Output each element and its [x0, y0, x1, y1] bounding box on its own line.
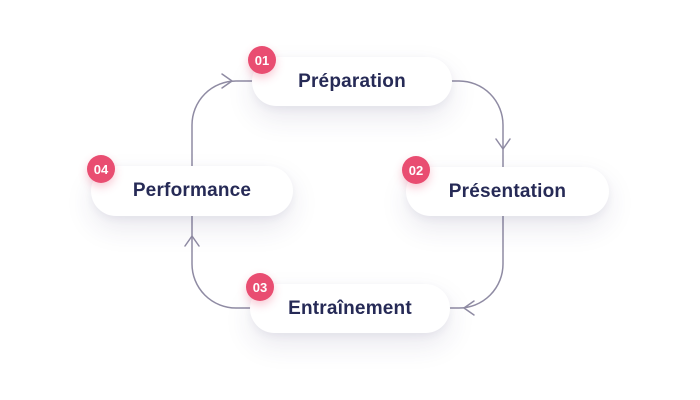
- step-number-badge: 02: [402, 156, 430, 184]
- step-label: Préparation: [298, 70, 406, 92]
- step-label: Performance: [132, 180, 252, 201]
- step-number-badge: 04: [87, 155, 115, 183]
- arrow-left-icon: [463, 300, 475, 316]
- step-pill-entrainement: 03 Entraînement: [246, 273, 450, 333]
- step-label: Entraînement: [288, 297, 412, 319]
- arrow-up-icon: [184, 235, 200, 247]
- step-pill-preparation: 01 Préparation: [248, 46, 452, 106]
- step-number-badge: 01: [248, 46, 276, 74]
- step-pill-presentation: 02 Présentation: [402, 156, 609, 216]
- arrow-down-icon: [495, 138, 511, 150]
- step-number-badge: 03: [246, 273, 274, 301]
- arrow-right-icon: [221, 73, 233, 89]
- step-label: Présentation: [448, 180, 567, 202]
- step-pill-performance: 04 Performance: [87, 155, 293, 216]
